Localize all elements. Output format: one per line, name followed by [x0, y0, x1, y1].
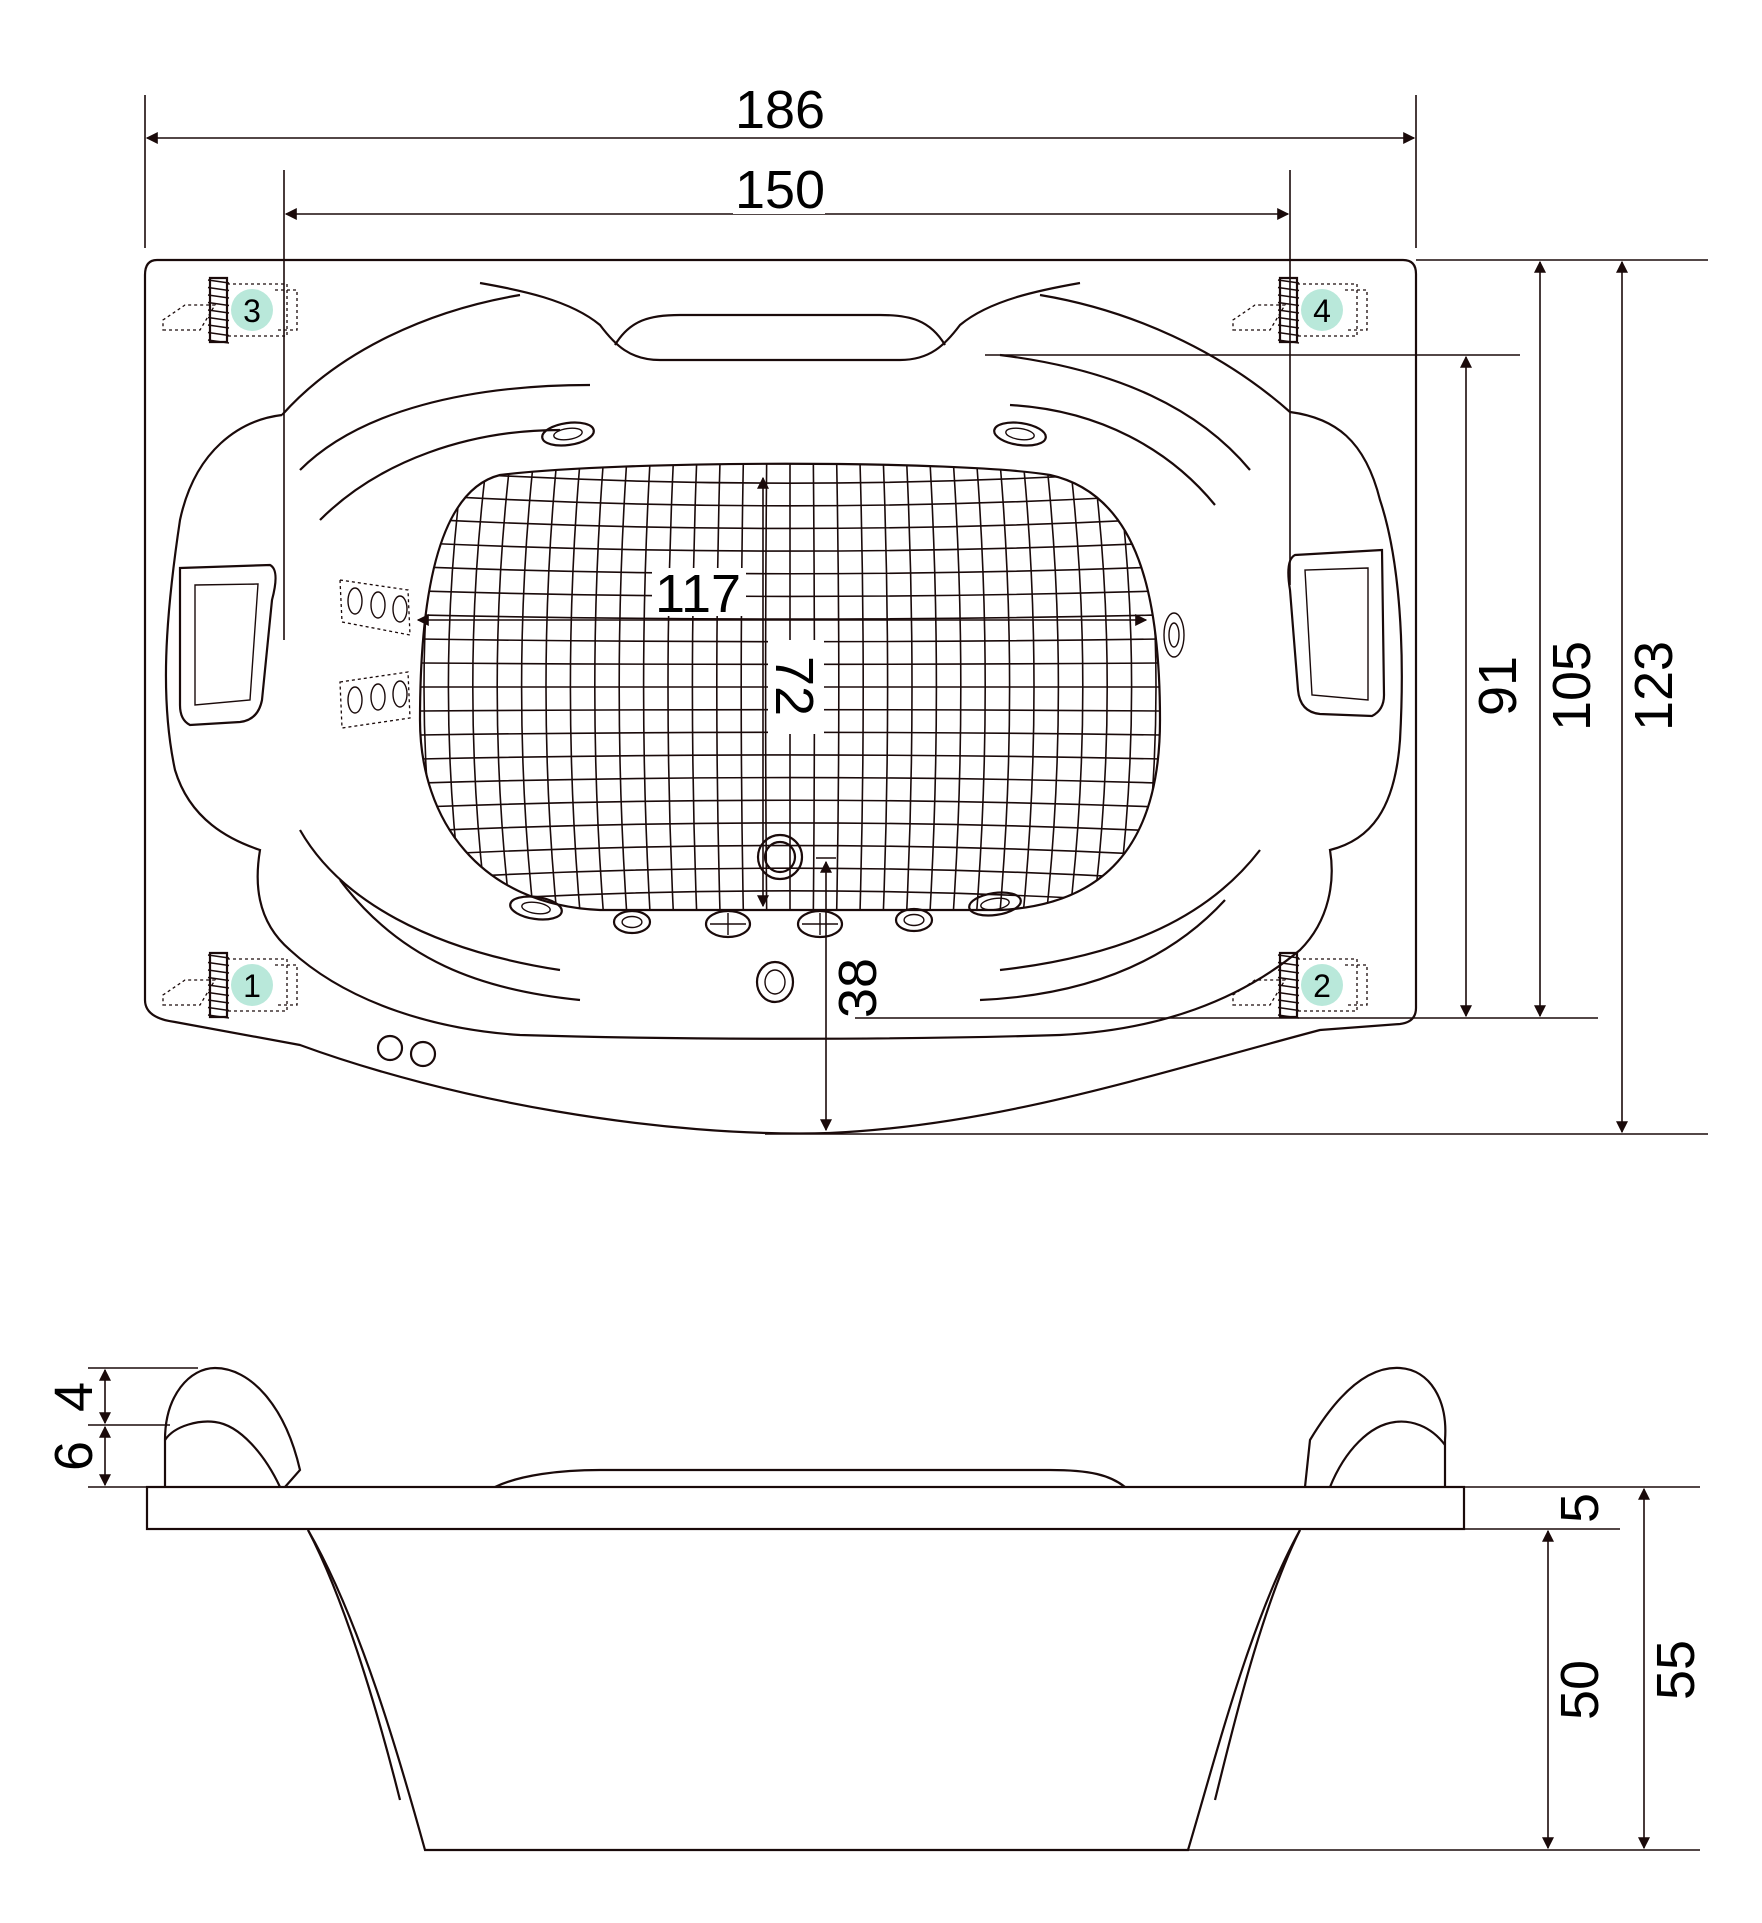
jet-nozzle-inner — [903, 913, 925, 927]
control-knob — [755, 960, 795, 1004]
jet-nozzle — [612, 909, 652, 935]
side-jet-right — [1163, 612, 1185, 658]
foot-marker-label: 4 — [1313, 293, 1331, 329]
body-shading-right — [1213, 1529, 1301, 1801]
tub-outer-outline — [143, 258, 1418, 1135]
headrest-right — [1303, 1366, 1447, 1488]
support-foot: 3 — [162, 276, 298, 344]
side-jets-left — [339, 579, 411, 729]
dim-headrest-top: 4 — [44, 1382, 104, 1412]
headrest-pad-right — [1287, 548, 1386, 718]
grid-line — [420, 494, 1160, 507]
contour-line — [999, 353, 1251, 471]
jet-nozzle — [968, 891, 1022, 917]
basin-outline — [418, 462, 1162, 912]
corner-feet: 1 2 3 4 — [162, 276, 1368, 1019]
contour-line — [1009, 403, 1216, 506]
grid-line — [420, 754, 1160, 760]
contour-line — [999, 849, 1261, 972]
grid-line — [420, 776, 1160, 784]
grid-line — [420, 799, 1160, 808]
support-foot: 1 — [162, 951, 298, 1019]
jet-nozzle-inner — [553, 427, 583, 441]
support-foot: 2 — [1232, 951, 1368, 1019]
dim-basin-length: 117 — [655, 564, 741, 624]
headrest-left-inner — [164, 1420, 281, 1488]
grid-line — [420, 566, 1160, 575]
jet-nozzle — [894, 907, 934, 933]
contour-line — [299, 383, 591, 471]
dim-rim-thickness: 5 — [1550, 1493, 1610, 1523]
faucet-hole — [376, 1034, 404, 1062]
contour-line — [979, 899, 1226, 1002]
back-hump-inner — [614, 313, 946, 346]
grid-line — [420, 518, 1160, 530]
headrest-pad-left-inner — [194, 583, 259, 706]
dim-basin-depth-width: 91 — [1468, 656, 1528, 716]
dim-outer-width: 123 — [1624, 641, 1684, 731]
grid-line — [420, 914, 1160, 928]
star-jet-cross — [802, 913, 838, 935]
jet-nozzle-inner — [521, 901, 551, 915]
jet-nozzle — [541, 421, 595, 447]
contour-line — [281, 293, 521, 416]
contour-line — [319, 428, 561, 521]
headrest-right-inner — [1328, 1420, 1446, 1488]
jet-nozzle-inner — [1005, 427, 1035, 441]
dim-outer-length: 186 — [735, 80, 825, 140]
faucet-hole — [409, 1040, 437, 1068]
grid-line — [420, 590, 1160, 598]
dim-total-depth: 55 — [1646, 1640, 1706, 1700]
jet-nozzle-inner — [980, 897, 1010, 911]
dim-inner-length: 150 — [735, 160, 825, 220]
contour-line — [339, 879, 581, 1002]
tub-body — [307, 1529, 1301, 1852]
grid-line — [420, 822, 1160, 832]
headrest-left — [163, 1366, 302, 1488]
dim-basin-width: 72 — [764, 656, 824, 716]
contour-line — [1039, 293, 1291, 413]
dim-body-depth: 50 — [1550, 1660, 1610, 1720]
dim-inner-width: 105 — [1542, 641, 1602, 731]
star-jet-cross — [710, 913, 746, 935]
star-jet — [704, 909, 752, 939]
support-foot: 4 — [1232, 276, 1368, 344]
foot-marker-label: 2 — [1313, 968, 1331, 1004]
rim — [145, 1485, 1466, 1531]
dim-front-depth: 38 — [828, 958, 888, 1018]
deck-curve — [164, 410, 1403, 1040]
foot-marker-label: 1 — [243, 968, 261, 1004]
foot-marker-label: 3 — [243, 293, 261, 329]
headrest-pad-right-inner — [1304, 567, 1369, 701]
center-cushion — [494, 1468, 1126, 1488]
back-hump — [479, 281, 1081, 362]
contour-line — [299, 829, 561, 972]
jet-nozzle — [509, 895, 563, 921]
dim-headrest-base: 6 — [44, 1441, 104, 1471]
jet-nozzle-inner — [621, 915, 643, 929]
foot-marker — [231, 964, 273, 1006]
grid-line — [420, 447, 1160, 461]
foot-marker — [1301, 289, 1343, 331]
side-view: 4 6 5 50 55 — [44, 1366, 1706, 1852]
foot-marker — [1301, 964, 1343, 1006]
grid-line — [420, 542, 1160, 552]
headrest-pad-left — [178, 563, 277, 727]
foot-marker — [231, 289, 273, 331]
jet-nozzle — [993, 421, 1047, 447]
body-shading-left — [307, 1529, 402, 1801]
